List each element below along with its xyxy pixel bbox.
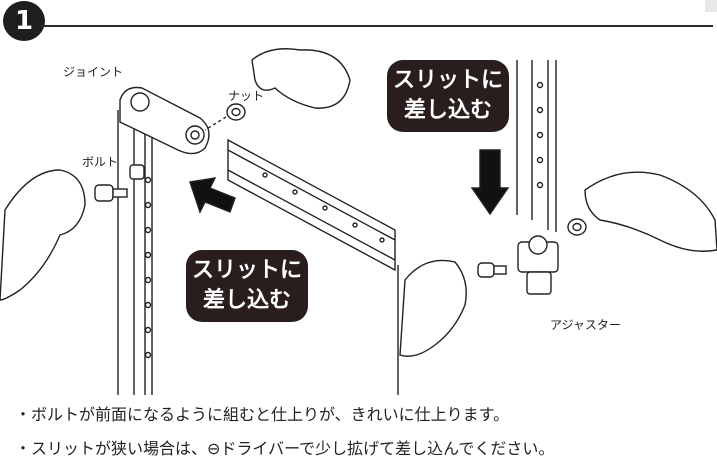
label-bolt: ボルト: [82, 155, 119, 169]
insert-arrow-left: [189, 177, 236, 214]
note-item: ・スリットが狭い場合は、⊖ドライバーで少し拡げて差し込んでください。: [15, 439, 555, 458]
callout-insert-slit-right: スリットに 差し込む: [387, 60, 509, 132]
joint-hole-bottom: [185, 125, 205, 145]
rail-slot-holes: [262, 172, 385, 243]
hand-lower-left: [0, 169, 86, 301]
insert-arrow-down: [470, 149, 510, 216]
post-slot-holes: [144, 176, 152, 359]
note-item: ・ボルトが前面になるように組むと仕上りが、きれいに仕上ります。: [15, 405, 510, 424]
callout-right-line2: 差し込む: [403, 98, 492, 123]
adjuster-bolt-icon: [477, 262, 507, 278]
label-adjuster: アジャスター: [550, 318, 621, 332]
upright-post: [117, 110, 153, 395]
notes-list: ・ボルトが前面になるように組むと仕上りが、きれいに仕上ります。 ・スリットが狭い…: [15, 398, 554, 466]
adjuster-nut-icon: [567, 218, 587, 236]
header-rule: [40, 25, 713, 27]
hand-right: [584, 171, 717, 252]
label-joint: ジョイント: [63, 65, 124, 79]
nut-icon: [226, 103, 246, 121]
step-number-badge: 1: [3, 1, 45, 41]
post-bolt: [129, 164, 145, 180]
right-post-holes: [536, 81, 544, 189]
joint-hole-top: [130, 92, 150, 112]
adjuster-icon: [517, 235, 559, 295]
callout-insert-slit-left: スリットに 差し込む: [186, 250, 308, 322]
page-corner: [705, 0, 717, 12]
label-nut: ナット: [228, 89, 265, 103]
callout-left-line1: スリットに: [191, 258, 302, 283]
hand-upper-left: [251, 48, 351, 109]
nut-guide-line: [204, 116, 227, 131]
right-upright-post: [516, 60, 557, 232]
hand-lower-right: [399, 259, 467, 357]
bolt-icon: [94, 184, 128, 202]
callout-right-line1: スリットに: [392, 68, 503, 93]
callout-left-line2: 差し込む: [202, 288, 291, 313]
